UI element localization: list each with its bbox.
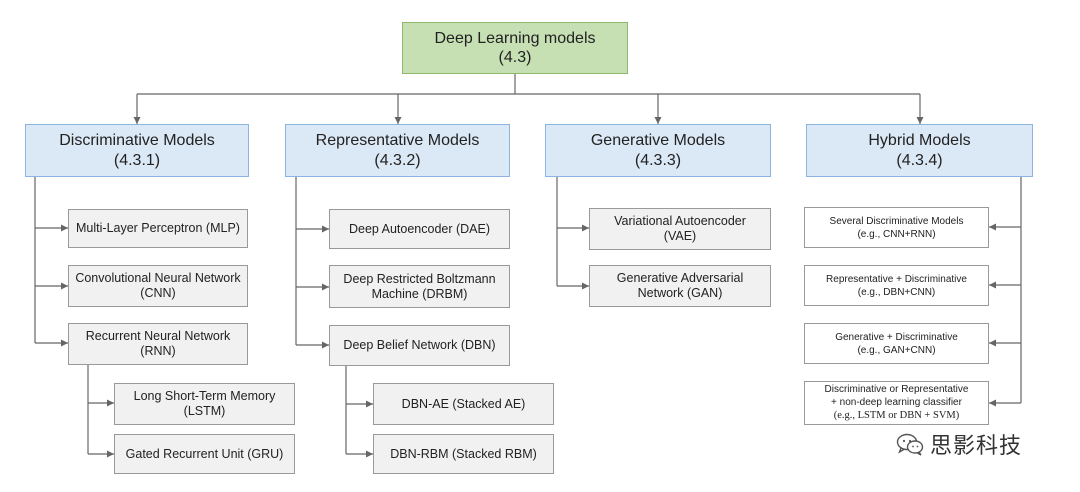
node-label-line2: (VAE): [663, 229, 697, 243]
watermark: 思影科技: [896, 428, 1022, 460]
node-label: DBN-AE (Stacked AE): [401, 396, 526, 411]
node-label-line1: Generative + Discriminative: [835, 331, 958, 343]
node-gru: Gated Recurrent Unit (GRU): [114, 434, 295, 474]
category-generative: Generative Models (4.3.3): [545, 124, 771, 177]
node-label-line1: Convolutional Neural Network: [75, 271, 241, 285]
node-label-line1: Generative Adversarial: [616, 271, 744, 285]
node-gan: Generative Adversarial Network (GAN): [589, 265, 771, 307]
node-label-line1: Variational Autoencoder: [614, 214, 746, 228]
category-title: Generative Models: [590, 132, 726, 150]
node-label-line2: (e.g., DBN+CNN): [857, 286, 936, 298]
root-title: Deep Learning models: [434, 29, 596, 47]
root-node: Deep Learning models (4.3): [402, 22, 628, 74]
node-label-line1: Representative + Discriminative: [826, 273, 967, 285]
node-label: Multi-Layer Perceptron (MLP): [76, 221, 240, 235]
category-title: Representative Models: [315, 132, 480, 150]
category-title: Discriminative Models: [59, 132, 215, 150]
watermark-text: 思影科技: [930, 434, 1023, 459]
node-lstm: Long Short-Term Memory (LSTM): [114, 383, 295, 425]
category-section: (4.3.1): [113, 151, 161, 169]
node-label-line1: Several Discriminative Models: [829, 215, 964, 227]
category-hybrid: Hybrid Models (4.3.4): [806, 124, 1033, 177]
node-hybrid-3: Generative + Discriminative (e.g., GAN+C…: [804, 323, 989, 364]
category-representative: Representative Models (4.3.2): [285, 124, 510, 177]
root-section: (4.3): [498, 49, 532, 66]
category-section: (4.3.2): [374, 151, 421, 169]
node-hybrid-2: Representative + Discriminative (e.g., D…: [804, 265, 989, 306]
node-label-line2: Machine (DRBM): [371, 286, 468, 301]
node-mlp: Multi-Layer Perceptron (MLP): [68, 209, 248, 248]
node-label-line1: Discriminative or Representative: [824, 384, 969, 396]
node-dbn-rbm: DBN-RBM (Stacked RBM): [373, 434, 554, 474]
node-label-line1: Recurrent Neural Network: [85, 329, 231, 343]
node-label-line2: (CNN): [140, 286, 176, 300]
node-label-line2: Network (GAN): [637, 286, 723, 300]
category-section: (4.3.4): [896, 151, 943, 169]
node-dbn: Deep Belief Network (DBN): [329, 325, 510, 366]
node-label-line2: (e.g., CNN+RNN): [857, 228, 936, 240]
node-label-line1: Deep Restricted Boltzmann: [343, 271, 496, 286]
node-label: Deep Belief Network (DBN): [343, 338, 496, 352]
node-label-line2: + non-deep learning classifier: [831, 397, 962, 409]
node-hybrid-4: Discriminative or Representative + non-d…: [804, 381, 989, 425]
node-vae: Variational Autoencoder (VAE): [589, 208, 771, 250]
node-rnn: Recurrent Neural Network (RNN): [68, 323, 248, 365]
node-dbn-ae: DBN-AE (Stacked AE): [373, 383, 554, 425]
node-label: DBN-RBM (Stacked RBM): [390, 446, 537, 461]
node-cnn: Convolutional Neural Network (CNN): [68, 265, 248, 307]
node-hybrid-1: Several Discriminative Models (e.g., CNN…: [804, 207, 989, 248]
wechat-icon: [896, 433, 924, 456]
category-section: (4.3.3): [634, 151, 682, 169]
node-drbm: Deep Restricted Boltzmann Machine (DRBM): [329, 265, 510, 308]
node-label-line2: (RNN): [140, 344, 176, 358]
node-label-line2: (e.g., GAN+CNN): [857, 344, 936, 356]
category-discriminative: Discriminative Models (4.3.1): [25, 124, 249, 177]
node-label-line3: (e.g., LSTM or DBN + SVM): [833, 410, 960, 422]
node-label-line1: Long Short-Term Memory: [133, 389, 276, 403]
node-label-line2: (LSTM): [183, 404, 226, 418]
category-title: Hybrid Models: [868, 132, 971, 150]
node-label: Gated Recurrent Unit (GRU): [125, 446, 284, 461]
node-label: Deep Autoencoder (DAE): [348, 221, 491, 236]
node-dae: Deep Autoencoder (DAE): [329, 209, 510, 249]
